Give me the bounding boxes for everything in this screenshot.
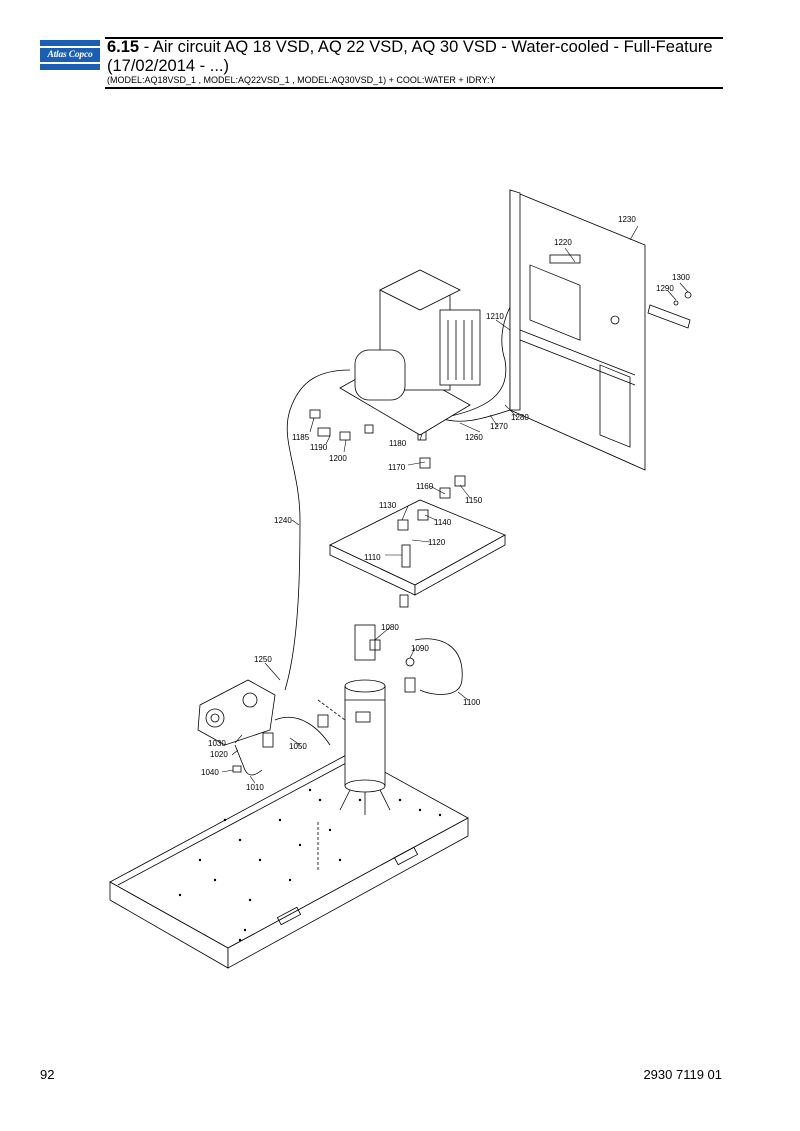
callout-1160: 1160 xyxy=(416,482,434,491)
callout-1220: 1220 xyxy=(554,238,572,247)
page-subtitle: (MODEL:AQ18VSD_1 , MODEL:AQ22VSD_1 , MOD… xyxy=(107,75,496,85)
compressor-element xyxy=(197,679,276,776)
callout-1110: 1110 xyxy=(364,553,381,562)
dryer-tray xyxy=(329,429,506,596)
callout-1290: 1290 xyxy=(656,284,674,293)
callout-1040: 1040 xyxy=(201,768,219,777)
mounting-bracket xyxy=(647,291,692,329)
callout-1230: 1230 xyxy=(618,215,636,224)
callout-1250: 1250 xyxy=(254,655,272,664)
callout-1030: 1030 xyxy=(208,739,226,748)
page-title: 6.15 - Air circuit AQ 18 VSD, AQ 22 VSD,… xyxy=(107,38,727,76)
atlas-copco-logo: Atlas Copco xyxy=(40,40,100,70)
section-title: - Air circuit AQ 18 VSD, AQ 22 VSD, AQ 3… xyxy=(107,38,713,75)
callout-1270: 1270 xyxy=(490,422,508,431)
callout-1200: 1200 xyxy=(329,454,347,463)
callout-1020: 1020 xyxy=(210,750,228,759)
callout-1185: 1185 xyxy=(292,433,310,442)
callout-1180: 1180 xyxy=(389,439,407,448)
callout-1280: 1280 xyxy=(511,413,529,422)
callout-1190: 1190 xyxy=(310,443,328,452)
callout-1090: 1090 xyxy=(411,644,429,653)
callout-1050: 1050 xyxy=(289,742,307,751)
callout-1240: 1240 xyxy=(274,516,292,525)
callout-1080: 1080 xyxy=(381,623,399,632)
section-number: 6.15 xyxy=(107,38,140,56)
page-number: 92 xyxy=(40,1067,55,1082)
document-number: 2930 7119 01 xyxy=(643,1067,722,1082)
callout-1170: 1170 xyxy=(388,463,406,472)
callout-1130: 1130 xyxy=(379,501,397,510)
side-panel xyxy=(509,189,646,471)
callout-1300: 1300 xyxy=(672,273,690,282)
logo-text: Atlas Copco xyxy=(47,50,93,60)
callout-1100: 1100 xyxy=(463,698,481,707)
refrigeration-unit xyxy=(309,269,481,441)
callout-1010: 1010 xyxy=(246,783,264,792)
receiver-tank xyxy=(317,679,391,815)
callout-1150: 1150 xyxy=(465,496,483,505)
callout-1210: 1210 xyxy=(486,312,504,321)
callout-1260: 1260 xyxy=(465,433,483,442)
leader-lines xyxy=(221,225,689,784)
header-bottom-rule xyxy=(105,87,723,89)
callout-labels: 1230 1220 1300 1290 1210 1280 1270 1260 … xyxy=(201,215,690,792)
header-top-rule xyxy=(105,37,723,39)
callout-1120: 1120 xyxy=(428,538,446,547)
base-frame xyxy=(109,752,469,969)
callout-1140: 1140 xyxy=(434,518,452,527)
